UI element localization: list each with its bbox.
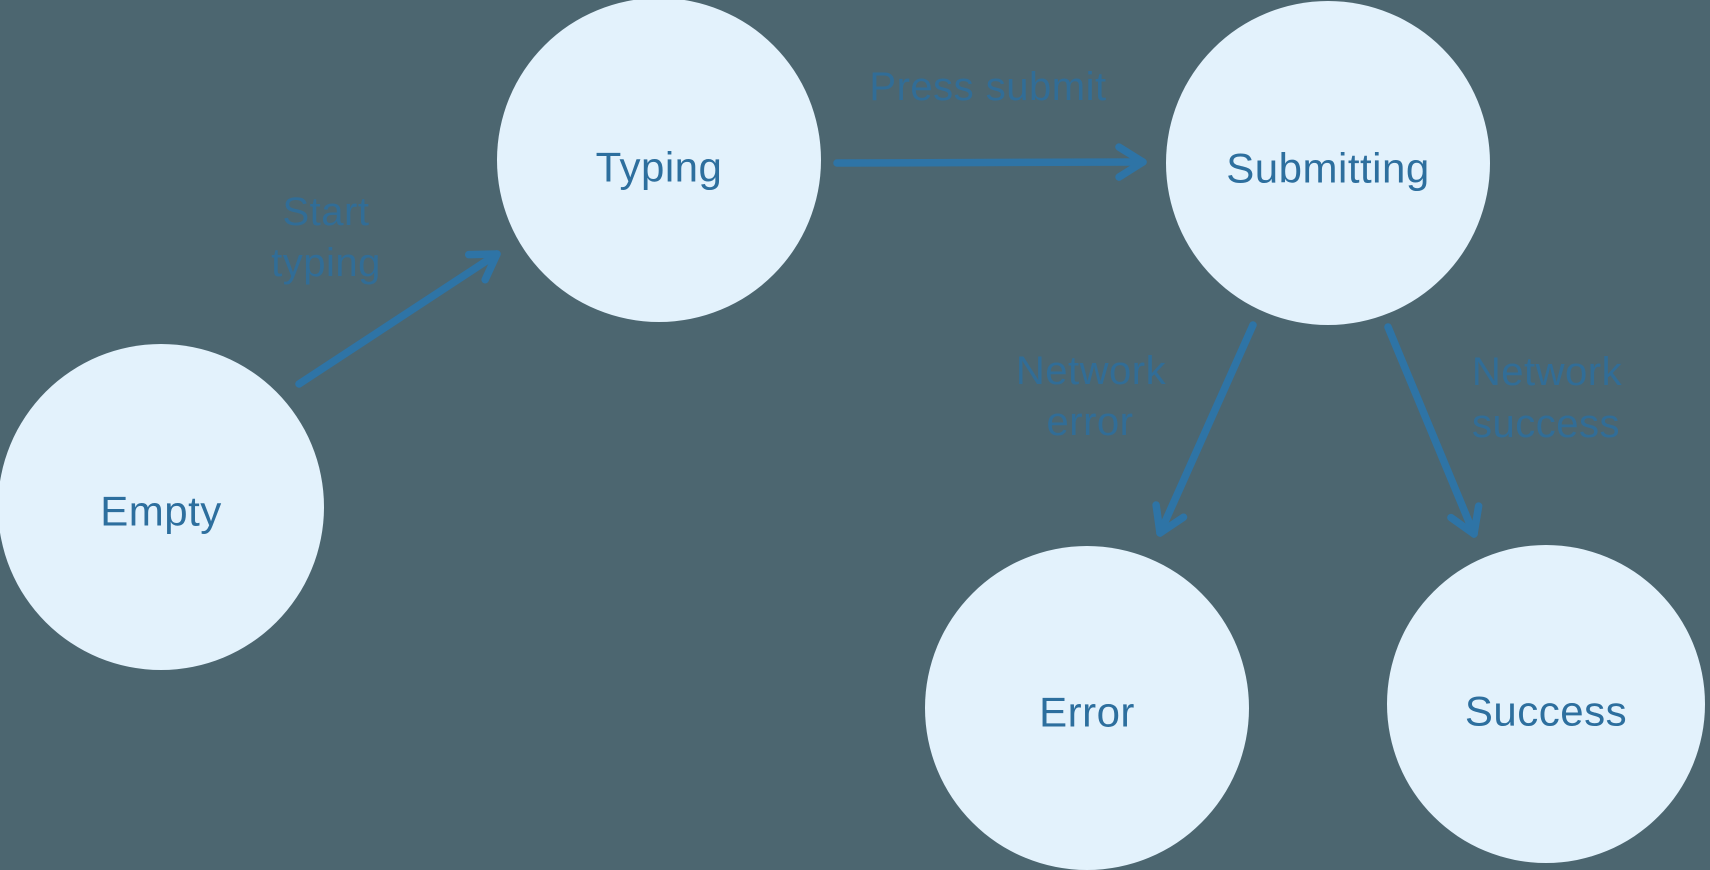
- transition-label-line: success: [1472, 402, 1620, 446]
- state-label-submitting: Submitting: [1226, 145, 1429, 192]
- transition-label-line: Start: [283, 190, 370, 234]
- state-node-empty: Empty: [0, 344, 324, 670]
- state-node-submitting: Submitting: [1166, 1, 1490, 325]
- transition-arrow-network-success: [1384, 323, 1483, 538]
- state-label-empty: Empty: [100, 488, 222, 535]
- state-circle-typing: [497, 0, 821, 322]
- transition-label-start-typing: Start typing: [271, 190, 381, 285]
- state-node-typing: Typing: [497, 0, 821, 322]
- transition-label-line: Network: [1016, 349, 1167, 393]
- state-circle-error: [925, 546, 1249, 870]
- transition-arrow-start-typing: [295, 250, 501, 388]
- transition-label-line: Network: [1472, 350, 1623, 394]
- transition-label-line: typing: [271, 241, 381, 285]
- transition-arrow-network-error: [1152, 321, 1257, 537]
- state-label-success: Success: [1465, 688, 1627, 735]
- transition-label-network-success: Network success: [1472, 350, 1623, 446]
- state-circle-empty: [0, 344, 324, 670]
- state-node-success: Success: [1387, 545, 1705, 863]
- state-circle-submitting: [1166, 1, 1490, 325]
- transition-label-network-error: Network error: [1016, 349, 1167, 444]
- transition-label-press-submit: Press submit: [869, 65, 1106, 109]
- transition-arrow-press-submit: [833, 143, 1147, 181]
- state-label-typing: Typing: [596, 144, 723, 191]
- state-circle-success: [1387, 545, 1705, 863]
- transition-label-line: Press submit: [869, 65, 1106, 109]
- state-label-error: Error: [1039, 689, 1135, 736]
- state-node-error: Error: [925, 546, 1249, 870]
- transition-label-line: error: [1047, 400, 1134, 444]
